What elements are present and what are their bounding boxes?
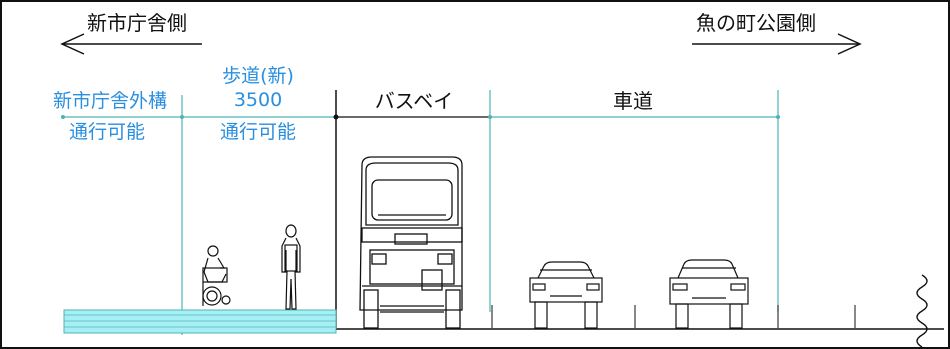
right-direction-arrow	[692, 33, 862, 55]
outer-zone-label: 新市庁舎外構	[53, 90, 167, 112]
right-direction-label: 魚の町公園側	[696, 11, 816, 35]
sidewalk-label: 歩道(新)	[222, 65, 294, 87]
outer-zone-note: 通行可能	[69, 121, 145, 143]
break-line-symbol	[916, 274, 928, 348]
road-surface	[336, 305, 944, 330]
bus-figure	[359, 156, 463, 329]
sidewalk-note: 通行可能	[220, 121, 296, 143]
sidewalk-width: 3500	[234, 89, 282, 111]
pedestrian-figure	[281, 224, 301, 310]
sidewalk-slab	[63, 309, 337, 334]
busbay-label: バスベイ	[375, 89, 454, 113]
dimension-line	[61, 114, 780, 120]
car-figure-1	[529, 261, 603, 329]
left-direction-arrow	[60, 33, 202, 55]
wheelchair-user-figure	[202, 245, 231, 306]
left-direction-label: 新市庁舎側	[87, 11, 187, 35]
roadway-label: 車道	[613, 89, 653, 113]
car-figure-2	[669, 259, 749, 329]
